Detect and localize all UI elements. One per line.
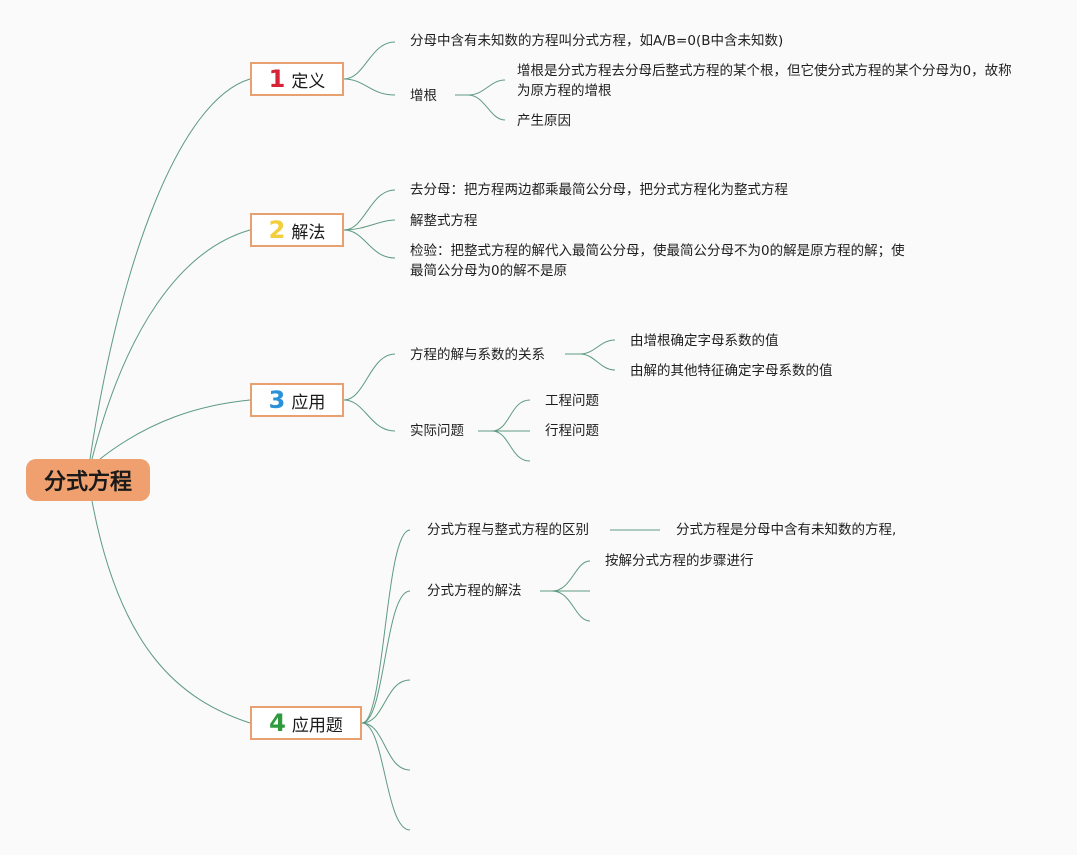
branch-label: 应用 — [291, 392, 326, 413]
word-problem-subitem[interactable]: 按解分式方程的步骤进行 — [605, 553, 754, 569]
connector-root-definition — [89, 78, 251, 460]
connector-root-wordproblems — [91, 500, 251, 724]
branch-number: 4 — [269, 709, 286, 737]
connector-wp-sub1 — [551, 560, 591, 592]
connector-def-item2 — [343, 78, 396, 96]
definition-item[interactable]: 增根 — [410, 88, 437, 104]
branch-number: 2 — [268, 216, 286, 244]
method-step[interactable]: 去分母：把方程两边都乘最简公分母，把分式方程化为整式方程 — [410, 182, 788, 198]
connector-wp-5 — [361, 722, 411, 831]
connector-root-method — [91, 229, 251, 460]
connector-root-application — [99, 399, 251, 460]
connector-method-step3 — [343, 229, 396, 259]
connector-wp-3 — [361, 679, 411, 724]
connector-def-sub1 — [467, 79, 506, 96]
branch-number: 3 — [268, 386, 286, 414]
connector-wp-4 — [361, 722, 411, 771]
application-subitem[interactable]: 行程问题 — [545, 423, 599, 439]
connector-method-step2 — [343, 219, 396, 231]
connector-wp-2 — [361, 590, 411, 724]
word-problem-item[interactable]: 分式方程与整式方程的区别 — [427, 522, 589, 538]
application-subitem[interactable]: 由解的其他特征确定字母系数的值 — [630, 363, 833, 379]
connector-wp-1 — [361, 529, 411, 724]
branch-number: 1 — [268, 65, 286, 93]
definition-subitem[interactable]: 增根是分式方程去分母后整式方程的某个根，但它使分式方程的某个分母为0，故称为原方… — [517, 63, 1012, 99]
word-problem-item[interactable]: 分式方程的解法 — [427, 583, 522, 599]
definition-item[interactable]: 分母中含有未知数的方程叫分式方程，如A/B=0(B中含未知数) — [410, 33, 784, 49]
branch-method[interactable]: 2 解法 — [250, 213, 344, 247]
connector-app-sub2 — [579, 353, 616, 371]
connector-method-step1 — [343, 189, 396, 231]
application-subitem[interactable]: 由增根确定字母系数的值 — [630, 333, 779, 349]
definition-subitem[interactable]: 产生原因 — [517, 113, 571, 129]
connector-app-item2 — [343, 399, 396, 432]
connector-def-sub2 — [467, 94, 506, 121]
connector-app-item1 — [343, 353, 396, 401]
branch-label: 定义 — [291, 71, 326, 92]
connector-app-sub1 — [579, 339, 616, 355]
branch-application[interactable]: 3 应用 — [250, 383, 344, 417]
branch-definition[interactable]: 1 定义 — [250, 62, 344, 96]
connector-def-item1 — [343, 41, 396, 80]
connector-app-sub3 — [491, 399, 531, 432]
method-step[interactable]: 检验：把整式方程的解代入最简公分母，使最简公分母不为0的解是原方程的解；使最简公… — [410, 243, 905, 279]
application-item[interactable]: 实际问题 — [410, 423, 464, 439]
application-item[interactable]: 方程的解与系数的关系 — [410, 347, 545, 363]
method-step[interactable]: 解整式方程 — [410, 213, 478, 229]
branch-word-problems[interactable]: 4 应用题 — [250, 706, 362, 740]
application-subitem[interactable]: 工程问题 — [545, 393, 599, 409]
root-title: 分式方程 — [43, 470, 132, 495]
connector-app-sub5 — [491, 430, 531, 462]
branch-label: 解法 — [291, 222, 326, 243]
branch-label: 应用题 — [291, 715, 343, 736]
word-problem-subitem[interactable]: 分式方程是分母中含有未知数的方程, — [676, 522, 897, 538]
root-node[interactable]: 分式方程 — [26, 459, 150, 501]
connector-wp-sub3 — [551, 590, 591, 622]
